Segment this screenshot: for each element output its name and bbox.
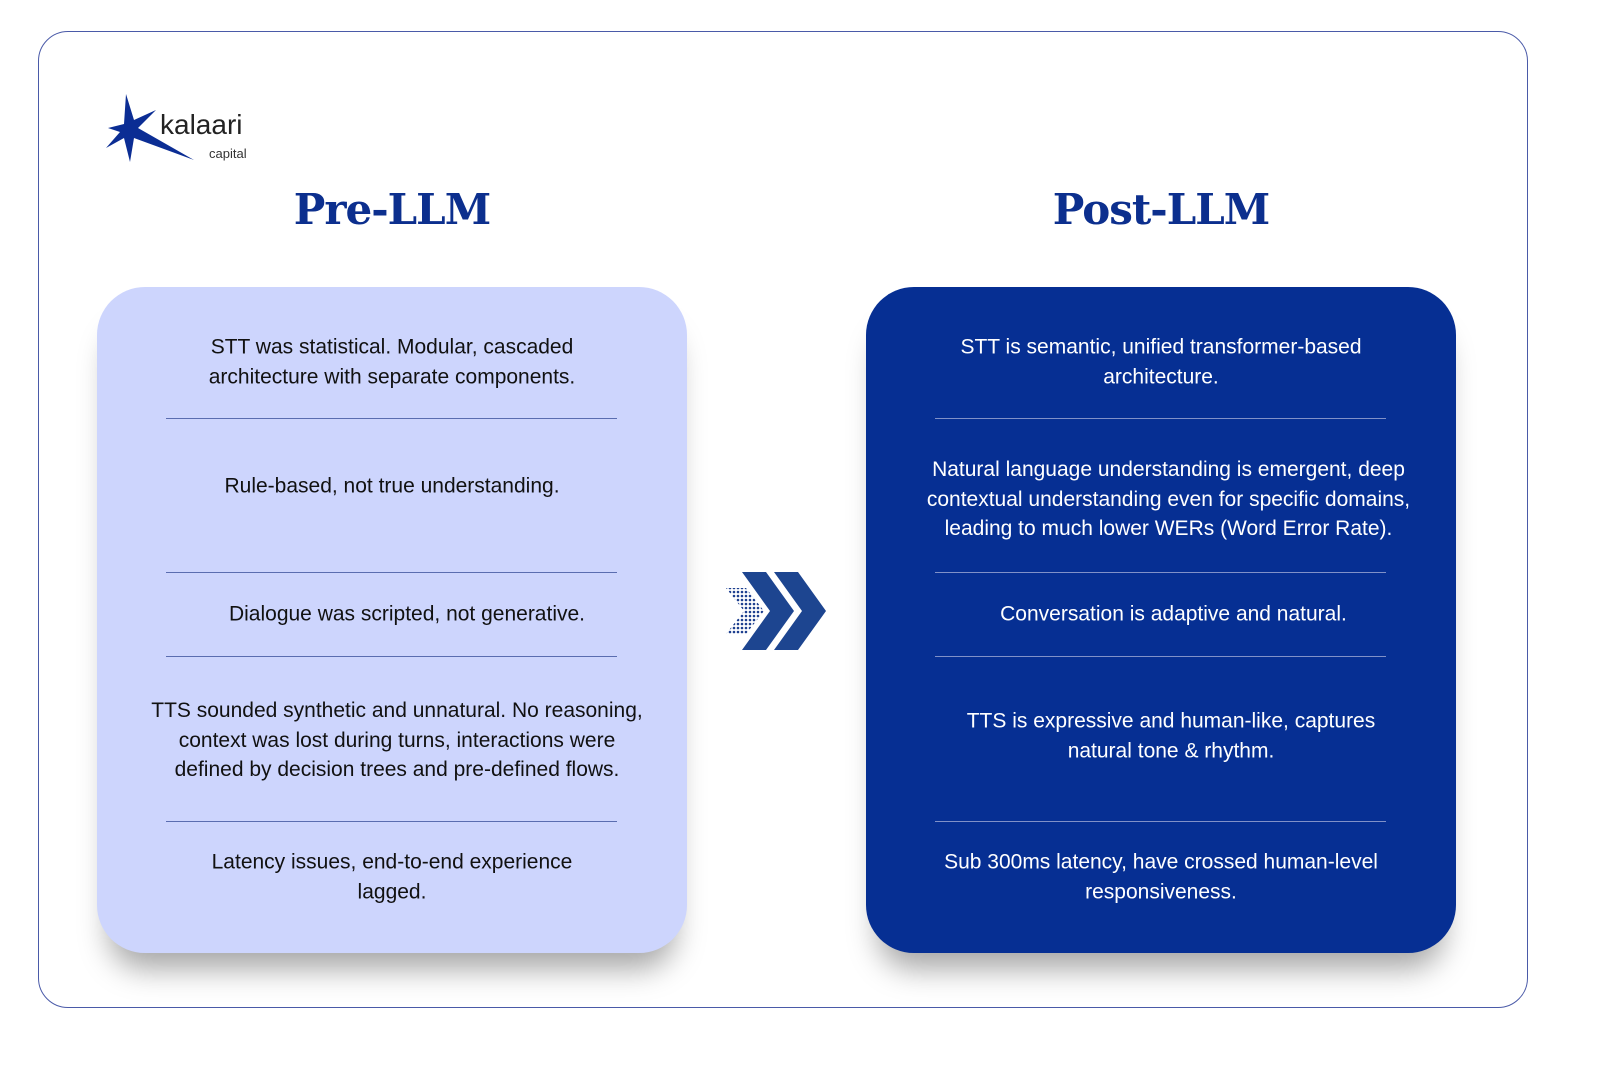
post-llm-card: STT is semantic, unified transformer-bas… xyxy=(866,287,1456,953)
pre-item-nlu: Rule-based, not true understanding. xyxy=(224,474,560,498)
pre-item-stt: STT was statistical. Modular, cascaded a… xyxy=(208,335,576,389)
post-item-nlu: Natural language understanding is emerge… xyxy=(926,457,1411,540)
post-llm-title: Post-LLM xyxy=(1052,185,1271,234)
pre-item-dialogue: Dialogue was scripted, not generative. xyxy=(228,602,586,626)
divider xyxy=(935,572,1386,573)
divider xyxy=(166,656,617,657)
pre-llm-card: STT was statistical. Modular, cascaded a… xyxy=(97,287,687,953)
divider xyxy=(935,656,1386,657)
logo-name: kalaari xyxy=(160,109,242,140)
divider xyxy=(935,418,1386,419)
divider xyxy=(935,821,1386,822)
logo-sub: capital xyxy=(209,146,247,161)
pre-llm-title: Pre-LLM xyxy=(293,185,491,234)
divider xyxy=(166,572,617,573)
kalaari-capital-logo: kalaari capital xyxy=(106,94,247,162)
pre-item-latency: Latency issues, end-to-end experience la… xyxy=(211,850,573,904)
post-item-conversation: Conversation is adaptive and natural. xyxy=(1000,602,1347,626)
post-item-tts: TTS is expressive and human-like, captur… xyxy=(966,709,1376,763)
post-item-stt: STT is semantic, unified transformer-bas… xyxy=(960,335,1362,389)
double-chevron-arrow-icon xyxy=(726,572,826,650)
pre-item-tts: TTS sounded synthetic and unnatural. No … xyxy=(151,698,643,781)
slide-frame xyxy=(38,31,1528,1008)
divider xyxy=(166,418,617,419)
divider xyxy=(166,821,617,822)
post-item-latency: Sub 300ms latency, have crossed human-le… xyxy=(944,850,1378,904)
